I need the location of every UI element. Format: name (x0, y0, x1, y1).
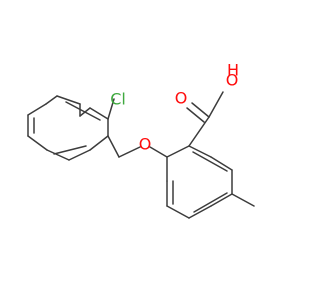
bond-c-o-double-2 (186, 107, 205, 123)
bond-ring-b-2 (188, 145, 212, 158)
bond-ring-b-5 (210, 193, 233, 207)
bond-ring-a-8 (27, 135, 48, 151)
bond-ring-a-9 (46, 149, 70, 161)
bond-ring-b-1 (166, 145, 190, 158)
bond-ring-a-5 (45, 95, 58, 105)
bond-c-cl (107, 98, 115, 120)
bond-o-ring (149, 146, 168, 158)
bond-ring-a-1 (89, 107, 109, 120)
atom-o-ether: O (139, 135, 152, 154)
bond-ring-b-3 (210, 156, 233, 171)
bonds (27, 91, 255, 219)
atom-o-carbonyl: O (175, 89, 188, 108)
structure-diagram: Cl O O O H (27, 61, 255, 219)
molecule-drawing: Cl O O O H (27, 61, 255, 219)
bond-ring-ch2 (107, 135, 120, 158)
bond-ring-a-10 (68, 149, 91, 161)
atom-o-hydroxyl: O (226, 71, 239, 90)
bond-ring-a-inner-3 (65, 101, 101, 121)
bond-ring-cooh (188, 116, 210, 147)
atom-labels: Cl O O O H (110, 61, 239, 154)
bond-ring-a-4 (56, 95, 81, 105)
bond-ring-a-11 (89, 135, 109, 151)
bond-ring-a-inner-2 (53, 145, 87, 155)
bond-ring-b-6 (188, 205, 212, 219)
bond-c-o-double-1 (191, 102, 210, 118)
bond-ring-a-6 (27, 103, 47, 116)
atom-h-hydroxyl: H (227, 61, 239, 80)
bond-ring-b-inner-2 (193, 192, 228, 213)
bond-c-o-hydroxyl (208, 91, 224, 118)
atom-cl: Cl (110, 90, 126, 109)
bond-ring-b-7 (166, 205, 190, 219)
bond-methyl (231, 193, 255, 207)
bond-ring-b-inner-3 (192, 151, 228, 172)
bond-ch2-o (118, 146, 141, 158)
